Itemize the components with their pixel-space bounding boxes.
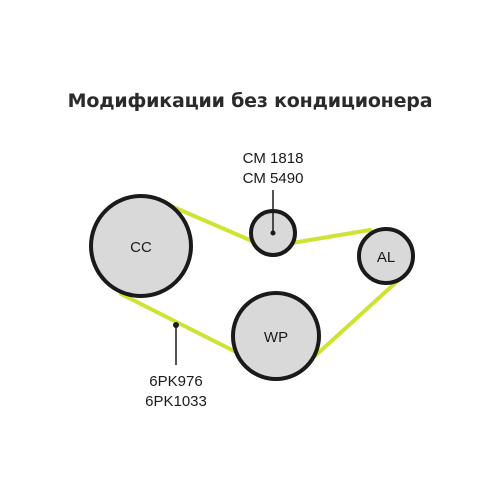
callout-belt-line1: 6PK976 [149, 373, 202, 390]
pulley-wp-label: WP [264, 329, 288, 346]
pulley-al-circle [357, 227, 415, 285]
pulley-wp: WP [231, 291, 321, 381]
pulley-al-label: AL [377, 249, 395, 266]
pulley-cc: CC [89, 194, 193, 298]
callout-belt: 6PK976 6PK1033 [145, 322, 207, 410]
belt-segment-cc-tensioner [169, 204, 254, 243]
callout-tensioner-line1: CM 1818 [243, 150, 304, 167]
diagram-title: Модификации без кондиционера [67, 90, 433, 112]
pulley-cc-circle [89, 194, 193, 298]
callout-tensioner-line2: CM 5490 [243, 170, 304, 187]
belt-segment-al-wp [313, 274, 405, 358]
pulley-wp-circle [231, 291, 321, 381]
callout-belt-line2: 6PK1033 [145, 393, 207, 410]
callout-tensioner: CM 1818 CM 5490 [243, 150, 304, 233]
pulley-al: AL [357, 227, 415, 285]
belt-segment-tensioner-al [290, 228, 372, 245]
pulley-cc-label: CC [130, 239, 152, 256]
